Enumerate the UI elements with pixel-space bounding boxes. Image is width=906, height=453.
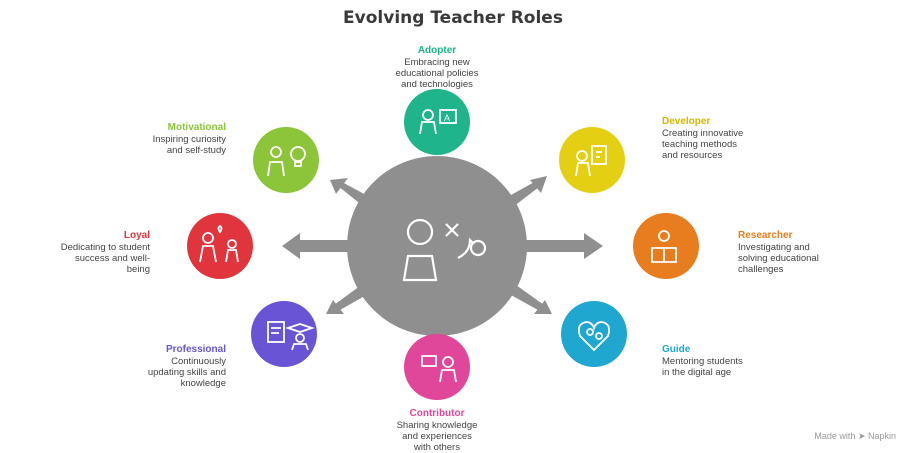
- role-contributor-circle: [404, 334, 470, 400]
- label-professional: Professional Continuously updating skill…: [70, 344, 226, 389]
- adopter-desc-1: Embracing new: [404, 57, 470, 68]
- developer-desc-2: teaching methods: [662, 139, 737, 150]
- adopter-title: Adopter: [417, 45, 457, 56]
- svg-text:A: A: [444, 113, 450, 123]
- role-motivational-circle: [253, 127, 319, 193]
- loyal-desc-2: success and well-: [75, 253, 150, 264]
- label-contributor: Contributor Sharing knowledge and experi…: [360, 408, 514, 453]
- napkin-watermark: Made with ➤ Napkin: [814, 431, 896, 441]
- developer-icon: [575, 145, 607, 177]
- researcher-icon: [651, 230, 677, 263]
- arrow-ur-head: [530, 176, 547, 193]
- developer-desc-1: Creating innovative: [662, 128, 744, 139]
- contributor-title: Contributor: [409, 408, 465, 419]
- arrow-left-shaft: [300, 240, 350, 252]
- loyal-desc-1: Dedicating to student: [60, 242, 150, 253]
- label-motivational: Motivational Inspiring curiosity and sel…: [70, 122, 226, 156]
- arrow-ll-head: [326, 300, 344, 314]
- hub-circle: [347, 156, 527, 336]
- professional-desc-2: updating skills and: [147, 367, 226, 378]
- arrow-right-shaft: [522, 240, 584, 252]
- label-adopter: Adopter Embracing new educational polici…: [360, 45, 514, 90]
- role-developer-circle: [559, 127, 625, 193]
- developer-desc-3: and resources: [662, 150, 723, 161]
- professional-desc-3: knowledge: [180, 378, 226, 389]
- motivational-desc-1: Inspiring curiosity: [152, 134, 226, 145]
- loyal-desc-3: being: [126, 264, 150, 275]
- researcher-desc-2: solving educational: [738, 253, 819, 264]
- contributor-desc-2: and experiences: [402, 431, 472, 442]
- arrow-right-head: [584, 233, 603, 259]
- developer-title: Developer: [662, 116, 711, 127]
- label-loyal: Loyal Dedicating to student success and …: [4, 230, 150, 275]
- adopter-desc-2: educational policies: [395, 68, 479, 79]
- arrow-left-head: [282, 233, 300, 259]
- researcher-desc-3: challenges: [738, 264, 784, 275]
- arrow-lr-head: [534, 300, 552, 314]
- motivational-desc-2: and self-study: [166, 145, 226, 156]
- researcher-desc-1: Investigating and: [738, 242, 810, 253]
- role-professional-circle: [251, 301, 317, 367]
- researcher-title: Researcher: [738, 230, 793, 241]
- arrow-ul-head: [330, 178, 348, 194]
- label-researcher: Researcher Investigating and solving edu…: [738, 230, 898, 275]
- guide-desc-1: Mentoring students: [662, 356, 743, 367]
- adopter-desc-3: and technologies: [401, 79, 473, 90]
- loyal-title: Loyal: [123, 230, 150, 241]
- guide-desc-2: in the digital age: [662, 367, 732, 378]
- label-guide: Guide Mentoring students in the digital …: [662, 344, 822, 378]
- lightbulb-icon: [267, 146, 306, 177]
- presenter-icon: A: [419, 109, 457, 135]
- contributor-desc-1: Sharing knowledge: [396, 420, 478, 431]
- role-adopter-circle: A: [404, 89, 470, 155]
- role-loyal-circle: [187, 213, 253, 279]
- sharing-icon: [421, 355, 457, 383]
- professional-title: Professional: [165, 344, 226, 355]
- motivational-title: Motivational: [167, 122, 226, 133]
- care-icon: [199, 224, 239, 263]
- contributor-desc-3: with others: [414, 442, 460, 453]
- teacher-icon: [402, 218, 487, 282]
- professional-desc-1: Continuously: [171, 356, 226, 367]
- role-guide-circle: [561, 301, 627, 367]
- role-researcher-circle: [633, 213, 699, 279]
- page-title: Evolving Teacher Roles: [343, 8, 563, 28]
- heart-guide-icon: [577, 321, 611, 352]
- certificate-icon: [267, 321, 315, 351]
- label-developer: Developer Creating innovative teaching m…: [662, 116, 822, 161]
- guide-title: Guide: [662, 344, 691, 355]
